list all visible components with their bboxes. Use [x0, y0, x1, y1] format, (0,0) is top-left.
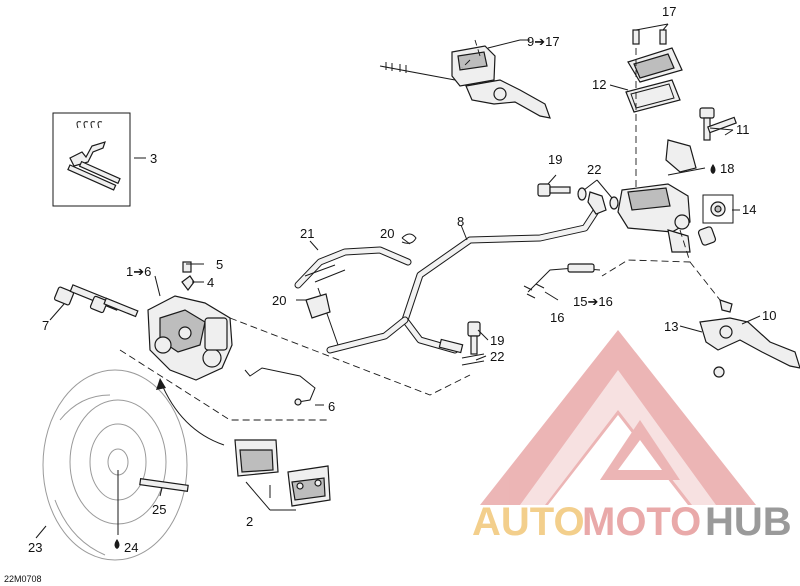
callout-18: 18 [720, 161, 734, 176]
plug [702, 194, 734, 224]
callout-23: 23 [28, 540, 42, 555]
callout-6: 6 [328, 399, 335, 414]
callout-labels: 1➔6 2 3 4 5 6 7 8 9➔17 10 11 12 13 14 15… [28, 4, 776, 555]
callout-7: 7 [42, 318, 49, 333]
pad-pin [139, 478, 189, 492]
assembly-dashed-lines [119, 39, 721, 446]
callout-17: 17 [662, 4, 676, 19]
master-cylinder-left [379, 45, 551, 119]
brake-pads [234, 439, 331, 507]
caliper-bolts [53, 284, 139, 318]
callout-8: 8 [457, 214, 464, 229]
callout-5: 5 [216, 257, 223, 272]
callout-12: 12 [592, 77, 606, 92]
callout-24: 24 [124, 540, 138, 555]
fluid-drop-icon-18 [710, 164, 716, 174]
callout-9-17: 9➔17 [527, 34, 560, 49]
callout-11: 11 [736, 122, 750, 137]
callout-10: 10 [762, 308, 776, 323]
master-cylinder-right [617, 139, 717, 253]
clamp-bolts [699, 107, 737, 141]
brake-lever-right [699, 299, 800, 378]
brake-caliper [147, 261, 233, 381]
callout-21: 21 [300, 226, 314, 241]
callout-1-6: 1➔6 [126, 264, 151, 279]
callout-13: 13 [664, 319, 678, 334]
callout-25: 25 [152, 502, 166, 517]
callout-19-upper: 19 [548, 152, 562, 167]
callout-14: 14 [742, 202, 756, 217]
callout-16: 16 [550, 310, 564, 325]
callout-4: 4 [207, 275, 214, 290]
callout-20-upper: 20 [380, 226, 394, 241]
callout-2: 2 [246, 514, 253, 529]
brake-hose [401, 201, 604, 354]
callout-22-upper: 22 [587, 162, 601, 177]
leader-lines [35, 23, 761, 539]
brake-disc [42, 369, 188, 561]
callout-15-16: 15➔16 [573, 294, 613, 309]
watermark-auto: AUTO [472, 500, 585, 544]
callout-20-lower: 20 [272, 293, 286, 308]
watermark-hub: HUB [705, 500, 792, 544]
kit-3-box [52, 112, 131, 207]
banjo-bolt-lower [461, 321, 485, 366]
callout-22-lower: 22 [490, 349, 504, 364]
reservoir-cover [625, 29, 683, 113]
fluid-drop-icon-24 [114, 539, 120, 549]
hose-guide [294, 233, 417, 354]
pad-spring [244, 367, 316, 406]
callout-19-lower: 19 [490, 333, 504, 348]
callout-3: 3 [150, 151, 157, 166]
watermark-moto: MOTO [582, 500, 701, 544]
watermark-logo [480, 330, 756, 505]
banjo-bolt-upper [537, 183, 619, 215]
brake-light-switch [523, 263, 601, 299]
diagram-code: 22M0708 [4, 574, 42, 584]
